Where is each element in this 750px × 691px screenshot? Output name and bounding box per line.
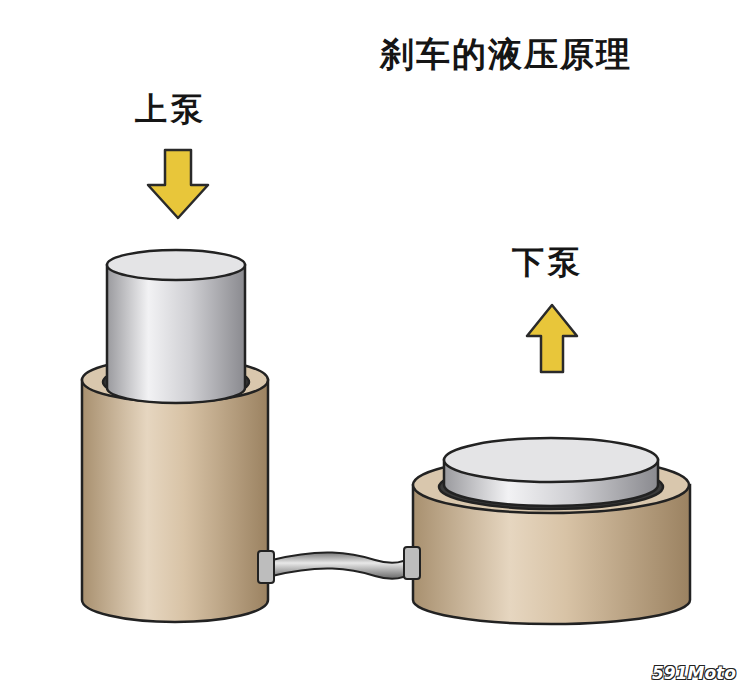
part-name: 下泵: [512, 245, 584, 280]
part-name: 上泵: [135, 92, 207, 127]
brake-line: [258, 547, 420, 583]
push-arrow: [148, 150, 208, 218]
diagram-title: 刹车的液压原理: [380, 36, 632, 73]
watermark: 591Moto: [652, 664, 736, 683]
lift-arrow: [527, 305, 577, 372]
slave-cylinder: [413, 438, 690, 624]
master-cylinder: [82, 250, 268, 622]
